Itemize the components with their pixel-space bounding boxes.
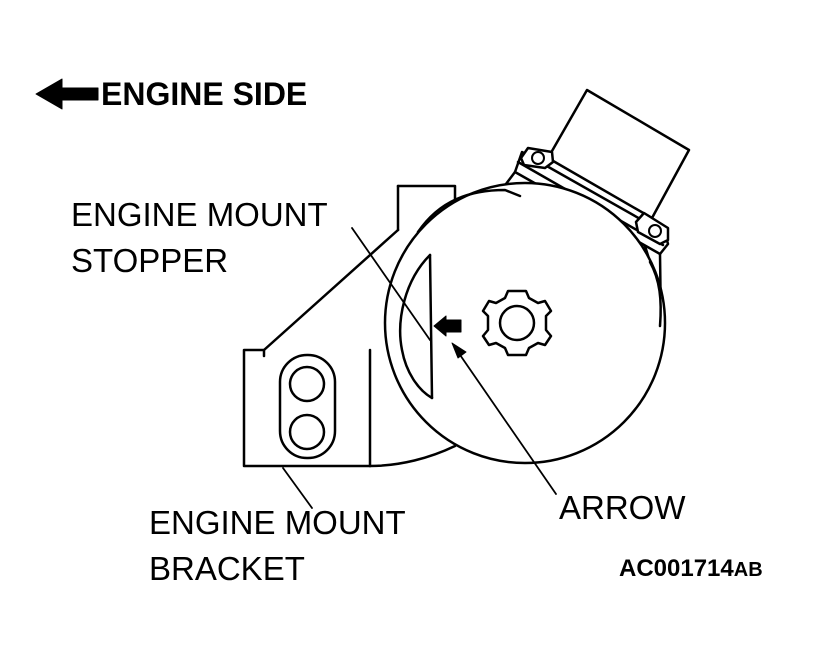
bracket-label-line2: BRACKET	[149, 550, 305, 587]
arrow-label: ARROW	[559, 489, 686, 526]
bracket-leader-line	[282, 467, 313, 509]
engine-side-label: ENGINE SIDE	[101, 76, 307, 112]
figure-code-suffix: AB	[734, 559, 763, 581]
arrow-leader-head-icon	[451, 342, 467, 359]
figure-code: AC001714AB	[619, 555, 763, 582]
engine-mount-bracket	[242, 184, 457, 468]
engine-mount-stopper	[398, 253, 434, 400]
stopper-leader-line	[351, 227, 431, 341]
stopper-arrow-mark-icon	[433, 315, 462, 337]
bracket-label-line1: ENGINE MOUNT	[149, 504, 406, 541]
arrow-leader-line	[457, 351, 557, 495]
bracket-hole-upper	[288, 365, 326, 403]
engine-side-arrow-icon	[35, 78, 99, 110]
center-hub	[481, 289, 553, 357]
figure-code-main: AC001714	[619, 555, 734, 582]
bracket-hole-lower	[288, 413, 326, 451]
stopper-label-line2: STOPPER	[71, 242, 228, 279]
stopper-label-line1: ENGINE MOUNT	[71, 196, 328, 233]
